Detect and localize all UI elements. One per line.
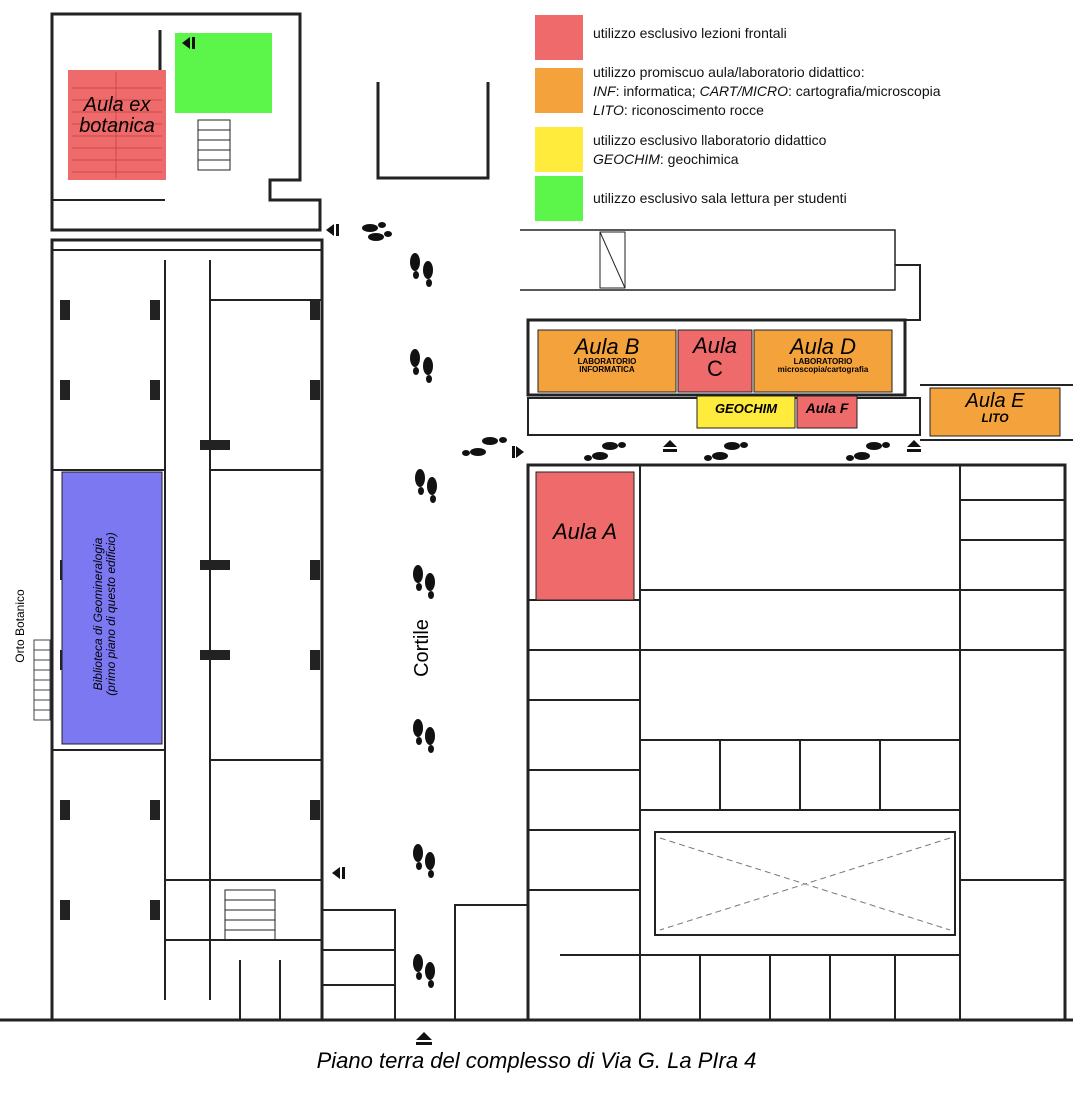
- geochim-name: GEOCHIM: [714, 401, 778, 416]
- aula-b-fill: [537, 329, 677, 393]
- cortile-label: Cortile: [411, 608, 435, 688]
- aula-e-label: Aula E LITO: [930, 391, 1060, 425]
- legend-code: GEOCHIM: [593, 151, 660, 167]
- aula-e-fill: [929, 387, 1061, 437]
- legend-text-laboratorio: utilizzo esclusivo llaboratorio didattic…: [593, 131, 826, 169]
- geochim-label: GEOCHIM: [697, 402, 795, 416]
- orto-botanico-text: Orto Botanico: [13, 589, 27, 663]
- aula-b-sub1: LABORATORIO: [577, 357, 637, 367]
- legend-item-promiscuo: utilizzo promiscuo aula/laboratorio dida…: [535, 64, 941, 120]
- legend-item-lezioni: utilizzo esclusivo lezioni frontali: [535, 15, 787, 60]
- aula-c-line1: Aula: [692, 333, 738, 358]
- aula-c-line2: C: [707, 356, 723, 382]
- aula-f-label: Aula F: [797, 401, 857, 416]
- legend-desc: : cartografia/microscopia: [788, 83, 941, 99]
- sala-lettura-fill: [175, 33, 272, 113]
- aula-e-name: Aula E: [965, 390, 1025, 412]
- legend-line1: utilizzo promiscuo aula/laboratorio dida…: [593, 64, 865, 80]
- legend-item-sala-lettura: utilizzo esclusivo sala lettura per stud…: [535, 176, 847, 221]
- legend-swatch-sala-lettura: [535, 176, 583, 221]
- aula-a-fill: [535, 471, 635, 601]
- east-building: [454, 229, 1073, 1022]
- legend-code: CART/MICRO: [699, 83, 789, 99]
- legend-swatch-laboratorio: [535, 127, 583, 172]
- legend-code: INF: [593, 83, 616, 99]
- aula-a-name: Aula A: [552, 519, 617, 544]
- u-structure: [376, 82, 490, 180]
- aula-a-label: Aula A: [536, 520, 634, 543]
- aula-f-fill: [796, 395, 858, 429]
- aula-c-fill: [677, 329, 753, 393]
- legend-desc: : geochimica: [659, 151, 739, 167]
- legend-swatch-lezioni: [535, 15, 583, 60]
- aula-ex-botanica-label: Aula ex botanica: [68, 95, 166, 137]
- geochim-fill: [696, 395, 796, 429]
- legend-text-lezioni: utilizzo esclusivo lezioni frontali: [593, 24, 787, 43]
- legend-text-sala-lettura: utilizzo esclusivo sala lettura per stud…: [593, 189, 847, 208]
- aula-ex-botanica-line2: botanica: [79, 115, 155, 137]
- biblioteca-fill: [61, 471, 163, 745]
- map-caption: Piano terra del complesso di Via G. La P…: [316, 1048, 757, 1073]
- legend-line1: utilizzo esclusivo llaboratorio didattic…: [593, 132, 827, 148]
- legend-line1: utilizzo esclusivo sala lettura per stud…: [593, 190, 847, 206]
- aula-d-sub1: LABORATORIO: [793, 357, 853, 367]
- biblioteca-label: Biblioteca di Geomineralogia (primo pian…: [91, 479, 132, 749]
- aula-d-fill: [753, 329, 893, 393]
- aula-d-name: Aula D: [789, 334, 857, 359]
- legend-item-laboratorio: utilizzo esclusivo llaboratorio didattic…: [535, 127, 826, 172]
- legend-desc: : riconoscimento rocce: [623, 102, 764, 118]
- aula-e-sub: LITO: [981, 411, 1009, 425]
- aula-c-label: Aula C: [678, 334, 752, 380]
- aula-b-name: Aula B: [574, 334, 640, 359]
- aula-d-label: Aula D LABORATORIO microscopia/cartograf…: [754, 335, 892, 375]
- aula-d-sub2: microscopia/cartografia: [777, 365, 869, 375]
- biblioteca-line2: (primo piano di questo edificio): [103, 532, 118, 696]
- orto-botanico-label: Orto Botanico: [13, 581, 29, 671]
- cortile-text: Cortile: [411, 619, 433, 677]
- aula-b-sub2: INFORMATICA: [579, 365, 635, 375]
- footprints-icon: [362, 222, 890, 988]
- aula-b-label: Aula B LABORATORIO INFORMATICA: [538, 335, 676, 375]
- legend-code: LITO: [593, 102, 624, 118]
- legend-desc: : informatica;: [615, 83, 700, 99]
- aula-ex-botanica-line1: Aula ex: [83, 94, 151, 116]
- aula-ex-botanica-seats: [72, 72, 162, 178]
- legend-text-promiscuo: utilizzo promiscuo aula/laboratorio dida…: [593, 63, 941, 120]
- entrance-arrow-icon: [182, 37, 921, 1045]
- aula-f-name: Aula F: [805, 400, 849, 416]
- stair-icon: [33, 639, 51, 721]
- legend-swatch-promiscuo: [535, 68, 583, 113]
- legend-line1: utilizzo esclusivo lezioni frontali: [593, 25, 787, 41]
